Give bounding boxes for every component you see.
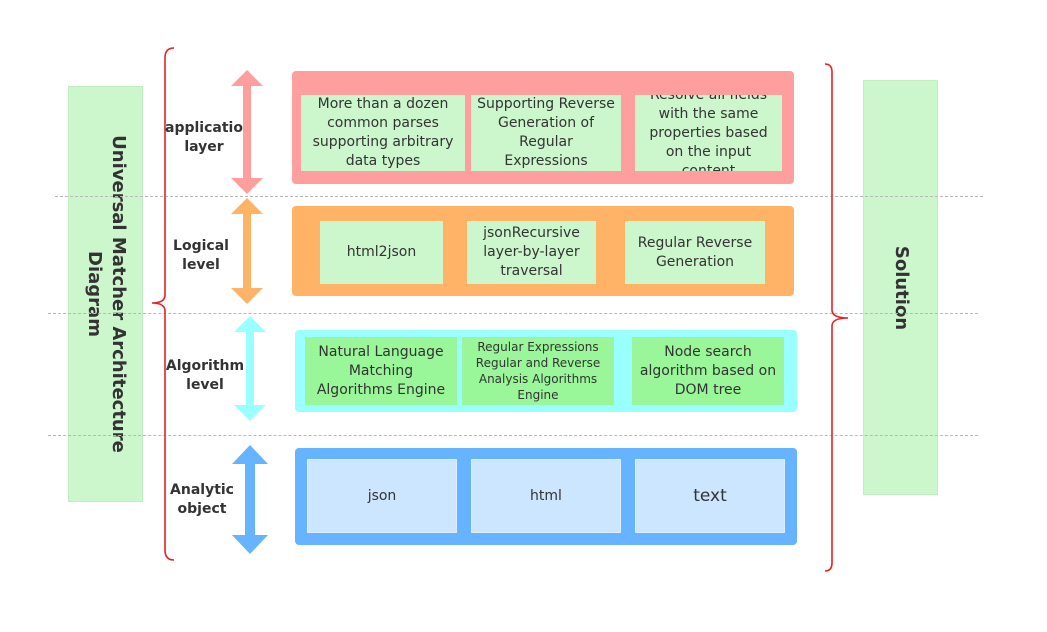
cell-app-1: More than a dozen common parses supporti… <box>301 95 465 171</box>
arrow-algorithm <box>234 316 266 421</box>
cell-algo-3-text: Node search algorithm based on DOM tree <box>639 343 777 398</box>
cell-logic-2: jsonRecursive layer-by-layer traversal <box>467 221 596 284</box>
cell-app-1-text: More than a dozen common parses supporti… <box>312 96 454 169</box>
label-analytic: Analytic object <box>170 482 234 517</box>
cell-app-2: Supporting Reverse Generation of Regular… <box>471 95 621 171</box>
cell-logic-2-text: jsonRecursive layer-by-layer traversal <box>483 225 580 279</box>
cell-obj-json: json <box>307 459 457 533</box>
cell-algo-1-text: Natural Language Matching Algorithms Eng… <box>316 343 446 398</box>
label-algorithm: Algorithm level <box>165 358 245 393</box>
cell-obj-json-text: json <box>367 487 397 504</box>
cell-algo-3: Node search algorithm based on DOM tree <box>632 337 784 405</box>
cell-algo-2-text: Regular Expressions Regular and Reverse … <box>475 340 601 402</box>
left-brace <box>151 47 175 561</box>
cell-logic-1-text: html2json <box>346 244 417 260</box>
label-application: applicatio layer <box>165 120 243 155</box>
cell-logic-1: html2json <box>320 221 443 284</box>
label-logical: Logical level <box>173 238 229 273</box>
arrow-analytic <box>232 445 268 554</box>
cell-app-3-text: Resolve all fields with the same propert… <box>649 95 768 171</box>
cell-logic-3-text: Regular Reverse Generation <box>637 234 753 270</box>
divider-2 <box>48 313 978 314</box>
cell-algo-2: Regular Expressions Regular and Reverse … <box>462 337 614 405</box>
cell-obj-text-text: text <box>693 485 727 506</box>
cell-obj-text: text <box>635 459 785 533</box>
cell-app-2-text: Supporting Reverse Generation of Regular… <box>477 96 615 169</box>
cell-logic-3: Regular Reverse Generation <box>625 221 765 284</box>
cell-obj-html-text: html <box>530 487 562 504</box>
arrow-logical <box>231 198 263 304</box>
divider-3 <box>48 435 978 436</box>
right-brace <box>824 63 849 572</box>
right-title-panel: Solution <box>863 80 938 495</box>
cell-app-3: Resolve all fields with the same propert… <box>635 95 782 171</box>
left-title-panel: Universal Matcher Architecture Diagram <box>68 86 143 502</box>
divider-1 <box>55 196 983 197</box>
arrow-application <box>231 70 263 194</box>
cell-obj-html: html <box>471 459 621 533</box>
cell-algo-1: Natural Language Matching Algorithms Eng… <box>305 337 457 405</box>
